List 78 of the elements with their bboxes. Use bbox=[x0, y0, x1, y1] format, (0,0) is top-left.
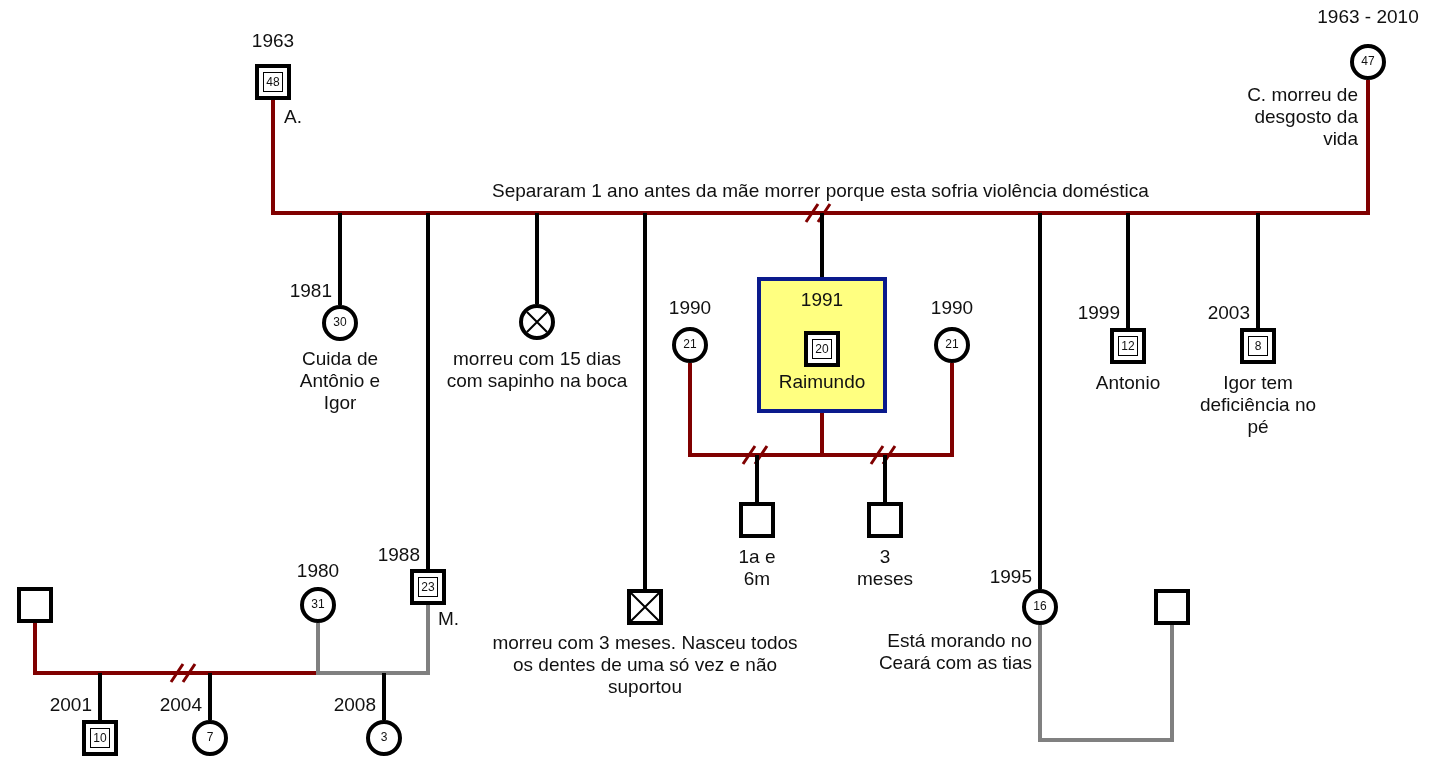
year-label: 2001 bbox=[48, 694, 92, 716]
descent-line bbox=[883, 455, 887, 502]
female-symbol bbox=[1022, 589, 1058, 625]
male-symbol bbox=[1240, 328, 1276, 364]
year-label: 1981 bbox=[288, 280, 332, 302]
descent-line bbox=[643, 213, 647, 589]
descent-line bbox=[1126, 213, 1130, 328]
male-symbol bbox=[410, 569, 446, 605]
age-number: 30 bbox=[332, 314, 348, 331]
male-symbol bbox=[255, 64, 291, 100]
age-number: 16 bbox=[1032, 598, 1048, 615]
age-number: 31 bbox=[310, 596, 326, 613]
descent-line bbox=[382, 673, 386, 720]
descent-line bbox=[1038, 213, 1042, 589]
male-symbol bbox=[1110, 328, 1146, 364]
age-number: 10 bbox=[90, 728, 110, 748]
union-line bbox=[1038, 625, 1174, 742]
descent-line bbox=[1256, 213, 1260, 328]
male-symbol bbox=[82, 720, 118, 756]
age-number: 20 bbox=[812, 339, 832, 359]
union-line bbox=[316, 605, 430, 675]
female-symbol bbox=[519, 304, 555, 340]
year-label: 2003 bbox=[1206, 302, 1250, 324]
highlight-box bbox=[757, 277, 887, 413]
descent-line bbox=[338, 213, 342, 305]
year-label: 1990 bbox=[929, 297, 975, 319]
note-text: morreu com 15 dias com sapinho na boca bbox=[445, 348, 629, 392]
male-symbol bbox=[867, 502, 903, 538]
female-symbol bbox=[366, 720, 402, 756]
descent-line bbox=[208, 673, 212, 720]
male-symbol bbox=[739, 502, 775, 538]
note-text: C. morreu de desgosto da vida bbox=[1246, 84, 1358, 150]
note-text: M. bbox=[438, 608, 461, 630]
female-symbol bbox=[300, 587, 336, 623]
note-text: Igor tem deficiência no pé bbox=[1198, 372, 1318, 438]
year-label: 2008 bbox=[332, 694, 376, 716]
age-number: 12 bbox=[1118, 336, 1138, 356]
note-text: Está morando no Ceará com as tias bbox=[877, 630, 1032, 674]
note-text: 3 meses bbox=[856, 546, 914, 590]
age-number: 21 bbox=[944, 336, 960, 353]
female-symbol bbox=[322, 305, 358, 341]
male-symbol bbox=[627, 589, 663, 625]
age-number: 23 bbox=[418, 577, 438, 597]
descent-line bbox=[755, 455, 759, 502]
descent-line bbox=[426, 213, 430, 569]
female-symbol bbox=[192, 720, 228, 756]
age-number: 8 bbox=[1248, 336, 1268, 356]
male-symbol bbox=[804, 331, 840, 367]
year-label: 1999 bbox=[1076, 302, 1120, 324]
note-text: morreu com 3 meses. Nasceu todos os dentes de uma só vez e não suportou bbox=[491, 632, 799, 698]
note-text: Antonio bbox=[1094, 372, 1162, 394]
year-label: 1988 bbox=[376, 544, 420, 566]
male-symbol bbox=[1154, 589, 1190, 625]
year-label: 1963 bbox=[250, 30, 296, 52]
descent-line bbox=[98, 673, 102, 720]
year-label: 1980 bbox=[295, 560, 341, 582]
note-text: Cuida de Antônio e Igor bbox=[298, 348, 382, 414]
female-symbol bbox=[934, 327, 970, 363]
age-number: 47 bbox=[1360, 53, 1376, 70]
year-label: 1963 - 2010 bbox=[1316, 6, 1420, 28]
age-number: 3 bbox=[379, 729, 389, 746]
descent-line bbox=[820, 213, 824, 277]
age-number: 21 bbox=[682, 336, 698, 353]
union-line bbox=[820, 363, 954, 457]
male-symbol bbox=[17, 587, 53, 623]
name-label: Raimundo bbox=[777, 371, 867, 393]
year-label: 1990 bbox=[667, 297, 713, 319]
female-symbol bbox=[1350, 44, 1386, 80]
note-text: A. bbox=[284, 106, 303, 128]
note-text: 1a e 6m bbox=[737, 546, 777, 590]
descent-line bbox=[535, 213, 539, 304]
age-number: 48 bbox=[263, 72, 283, 92]
year-label: 2004 bbox=[158, 694, 202, 716]
year-label: 1995 bbox=[988, 566, 1032, 588]
female-symbol bbox=[672, 327, 708, 363]
year-label: 1991 bbox=[799, 289, 845, 311]
union-line bbox=[271, 80, 1370, 215]
age-number: 7 bbox=[205, 729, 215, 746]
